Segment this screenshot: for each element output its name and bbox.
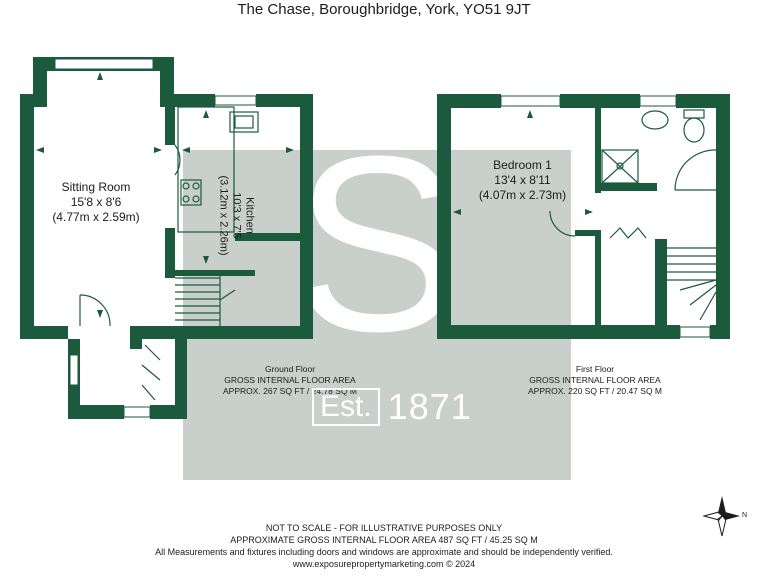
sitting-room-imperial: 15'8 x 8'6: [70, 195, 122, 209]
footer-line-1: NOT TO SCALE - FOR ILLUSTRATIVE PURPOSES…: [265, 523, 503, 533]
compass-north-label: N: [742, 512, 748, 519]
ground-floor-arrows: [36, 72, 294, 318]
kitchen-label: Kitchen 10'3 x 7'5 (3.12m x 2.26m): [217, 146, 256, 286]
ground-floor-area: APPROX. 267 SQ FT / 24.78 SQ M: [222, 386, 357, 396]
first-floor-arrows: [453, 110, 593, 215]
kitchen-imperial: 10'3 x 7'5: [230, 192, 243, 239]
first-floor-fixtures: [549, 109, 717, 321]
ground-floor-fixtures: [79, 106, 259, 401]
first-floor-area: APPROX. 220 SQ FT / 20.47 SQ M: [527, 386, 662, 396]
watermark-est: Est. 1871: [312, 386, 472, 428]
kitchen-name: Kitchen: [243, 197, 256, 234]
footer-line-3: All Measurements and fixtures including …: [155, 547, 613, 557]
sitting-room-metric: (4.77m x 2.59m): [52, 210, 140, 224]
compass-icon: [702, 496, 740, 537]
svg-text:S: S: [294, 104, 461, 383]
ground-floor-gia-label: GROSS INTERNAL FLOOR AREA: [224, 375, 356, 385]
ground-floor-windows: [54, 58, 257, 418]
sitting-room-name: Sitting Room: [61, 180, 131, 194]
ground-floor-area-block: Ground Floor GROSS INTERNAL FLOOR AREA A…: [210, 364, 370, 397]
watermark-est-box: Est.: [312, 388, 380, 426]
watermark-year: 1871: [387, 386, 472, 427]
property-address-title: The Chase, Boroughbridge, York, YO51 9JT: [237, 1, 531, 18]
footer-line-2: APPROXIMATE GROSS INTERNAL FLOOR AREA 48…: [230, 535, 538, 545]
first-floor-gia-label: GROSS INTERNAL FLOOR AREA: [529, 375, 661, 385]
kitchen-metric: (3.12m x 2.26m): [217, 175, 230, 256]
bedroom-1-metric: (4.07m x 2.73m): [478, 188, 567, 202]
first-floor-walls: [437, 94, 730, 339]
bedroom-1-label: Bedroom 1 13'4 x 8'11 (4.07m x 2.73m): [465, 158, 580, 203]
footer-disclaimer: NOT TO SCALE - FOR ILLUSTRATIVE PURPOSES…: [0, 522, 768, 570]
bedroom-1-name: Bedroom 1: [493, 158, 552, 172]
ground-floor-name: Ground Floor: [264, 364, 316, 374]
first-floor-windows: [500, 95, 711, 338]
sitting-room-label: Sitting Room 15'8 x 8'6 (4.77m x 2.59m): [40, 180, 152, 225]
first-floor-name: First Floor: [575, 364, 615, 374]
footer-line-4: www.exposurepropertymarketing.com © 2024: [292, 559, 476, 569]
first-floor-area-block: First Floor GROSS INTERNAL FLOOR AREA AP…: [510, 364, 680, 397]
bedroom-1-imperial: 13'4 x 8'11: [494, 173, 551, 187]
